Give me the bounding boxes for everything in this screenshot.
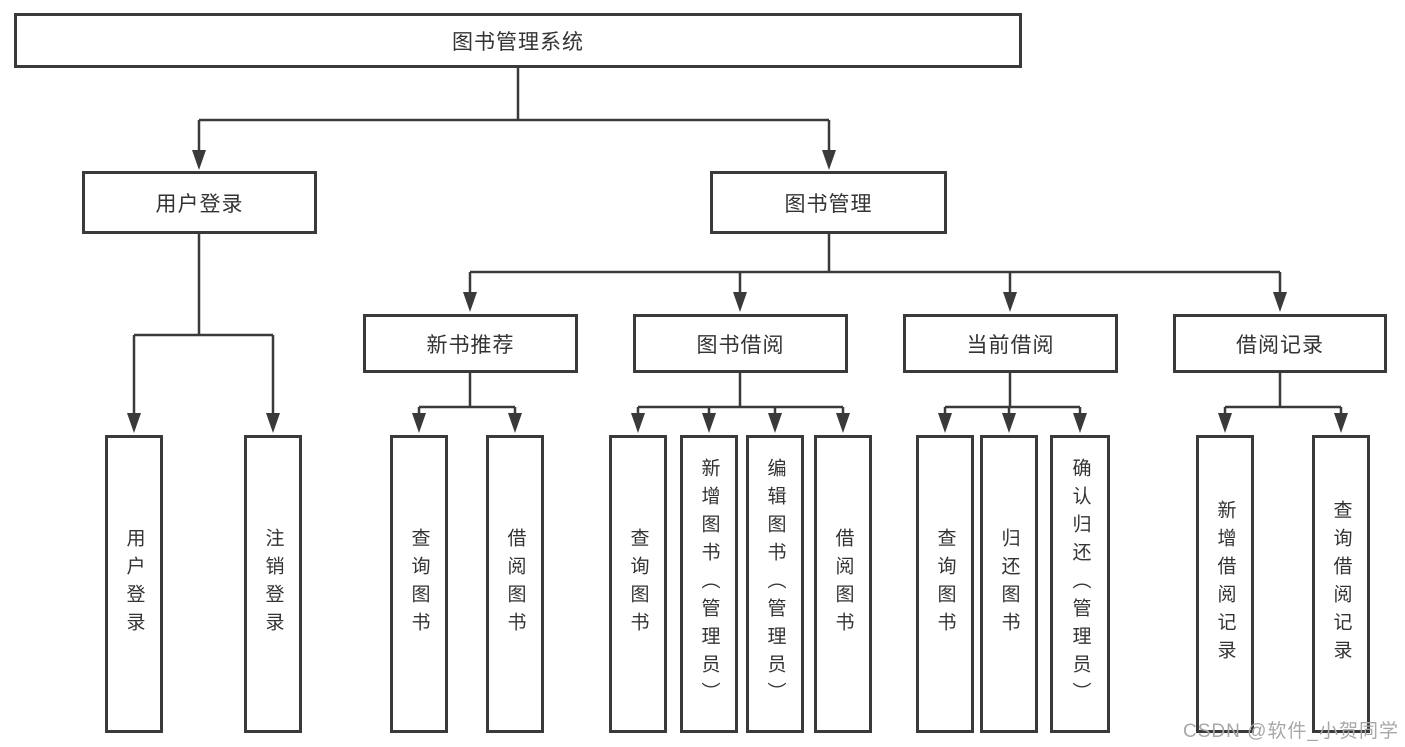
leaf-add-book-admin: 新增图书（管理员） [680, 435, 738, 733]
node-borrowing-records: 借阅记录 [1173, 314, 1387, 373]
leaf-confirm-return-admin: 确认归还（管理员） [1050, 435, 1110, 733]
leaf-query-books-recommend: 查询图书 [390, 435, 448, 733]
leaf-return-books: 归还图书 [980, 435, 1038, 733]
node-new-book-recommendation: 新书推荐 [363, 314, 578, 373]
leaf-edit-book-admin: 编辑图书（管理员） [746, 435, 804, 733]
leaf-logout: 注销登录 [244, 435, 302, 733]
csdn-watermark: CSDN @软件_小贺同学 [1183, 721, 1399, 742]
leaf-borrow-books-recommend-label: 借阅图书 [504, 528, 526, 640]
leaf-add-borrow-record: 新增借阅记录 [1196, 435, 1254, 733]
leaf-query-books-current: 查询图书 [916, 435, 974, 733]
leaf-query-books-recommend-label: 查询图书 [408, 528, 430, 640]
leaf-edit-book-admin-label: 编辑图书（管理员） [764, 458, 786, 710]
leaf-user-login: 用户登录 [105, 435, 163, 733]
leaf-query-borrow-record-label: 查询借阅记录 [1330, 500, 1352, 668]
node-user-login: 用户登录 [82, 171, 317, 234]
connector-book-borrow-to-children [631, 373, 850, 433]
leaf-borrow-books-label: 借阅图书 [832, 528, 854, 640]
node-current-borrowing: 当前借阅 [903, 314, 1118, 373]
node-root: 图书管理系统 [14, 13, 1022, 68]
node-book-borrowing: 图书借阅 [633, 314, 848, 373]
leaf-borrow-books-recommend: 借阅图书 [486, 435, 544, 733]
leaf-query-books-borrow: 查询图书 [609, 435, 667, 733]
leaf-query-borrow-record: 查询借阅记录 [1312, 435, 1370, 733]
leaf-logout-label: 注销登录 [262, 528, 284, 640]
connector-user-login-to-children [127, 233, 280, 433]
leaf-query-books-current-label: 查询图书 [934, 528, 956, 640]
leaf-add-borrow-record-label: 新增借阅记录 [1214, 500, 1236, 668]
connector-new-book-recommend-to-children [412, 373, 522, 433]
leaf-add-book-admin-label: 新增图书（管理员） [698, 458, 720, 710]
leaf-borrow-books: 借阅图书 [814, 435, 872, 733]
leaf-return-books-label: 归还图书 [998, 528, 1020, 640]
connector-root-to-level2 [192, 67, 836, 170]
leaf-confirm-return-admin-label: 确认归还（管理员） [1069, 458, 1091, 710]
node-book-management: 图书管理 [710, 171, 947, 234]
connector-book-management-to-level3 [463, 233, 1287, 312]
leaf-user-login-label: 用户登录 [123, 528, 145, 640]
connector-current-borrow-to-children [938, 373, 1087, 433]
leaf-query-books-borrow-label: 查询图书 [627, 528, 649, 640]
connector-borrow-records-to-children [1218, 373, 1348, 433]
